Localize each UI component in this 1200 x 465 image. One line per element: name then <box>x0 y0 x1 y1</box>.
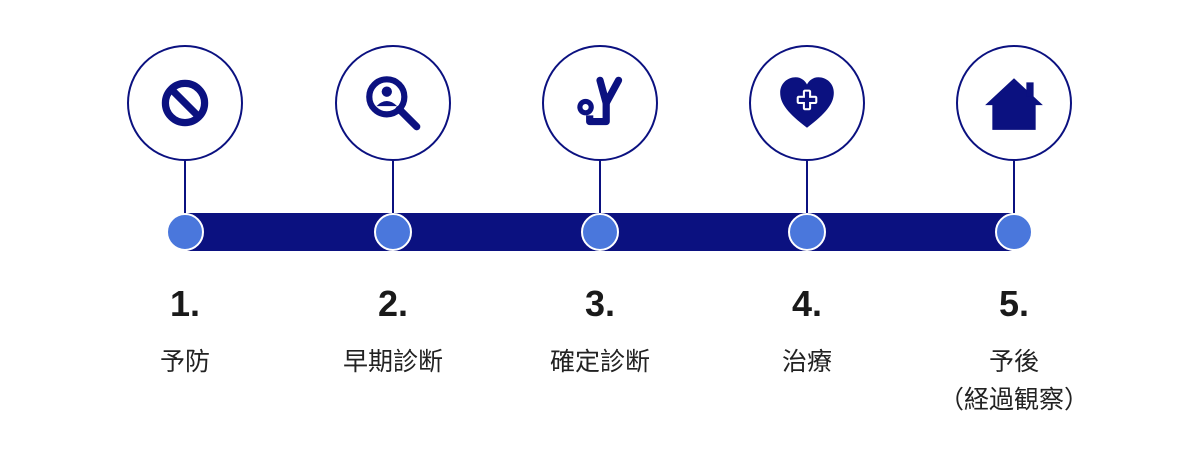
house-icon <box>985 78 1043 130</box>
stage-label: 予後 （経過観察） <box>934 343 1094 419</box>
stage-number: 1. <box>169 283 201 324</box>
timeline-dot <box>788 213 826 251</box>
stage-number: 5. <box>998 283 1030 324</box>
stage-treatment: 4. 治療 <box>727 0 887 465</box>
timeline-dot <box>995 213 1033 251</box>
connector-line <box>392 161 394 217</box>
stage-early-diagnosis: 2. 早期診断 <box>313 0 473 465</box>
stage-icon-circle <box>335 45 451 161</box>
stage-prevention: 1. 予防 <box>105 0 265 465</box>
stage-label: 確定診断 <box>520 343 680 381</box>
stage-label: 早期診断 <box>313 343 473 381</box>
prohibited-icon <box>161 79 209 127</box>
stage-definitive-diagnosis: 3. 確定診断 <box>520 0 680 465</box>
timeline-dot <box>166 213 204 251</box>
stage-prognosis: 5. 予後 （経過観察） <box>934 0 1094 465</box>
stage-label-text: 予後 <box>988 347 1039 376</box>
connector-line <box>1013 161 1015 217</box>
connector-line <box>184 161 186 217</box>
stage-sublabel-text: （経過観察） <box>938 385 1089 414</box>
stage-label-text: 確定診断 <box>549 347 650 376</box>
stage-icon-circle <box>542 45 658 161</box>
stage-label: 治療 <box>727 343 887 381</box>
stage-icon-circle <box>956 45 1072 161</box>
timeline-dot <box>374 213 412 251</box>
stage-number: 3. <box>584 283 616 324</box>
stage-label: 予防 <box>105 343 265 381</box>
timeline-dot <box>581 213 619 251</box>
heart-cross-icon <box>780 77 834 128</box>
stage-icon-circle <box>127 45 243 161</box>
stage-number: 2. <box>377 283 409 324</box>
stage-number: 4. <box>791 283 823 324</box>
connector-line <box>599 161 601 217</box>
stage-label-text: 早期診断 <box>342 347 443 376</box>
stethoscope-icon <box>577 76 623 126</box>
stage-label-text: 予防 <box>159 347 210 376</box>
search-person-icon <box>366 76 421 131</box>
connector-line <box>806 161 808 217</box>
stage-label-text: 治療 <box>781 347 832 376</box>
stage-icon-circle <box>749 45 865 161</box>
